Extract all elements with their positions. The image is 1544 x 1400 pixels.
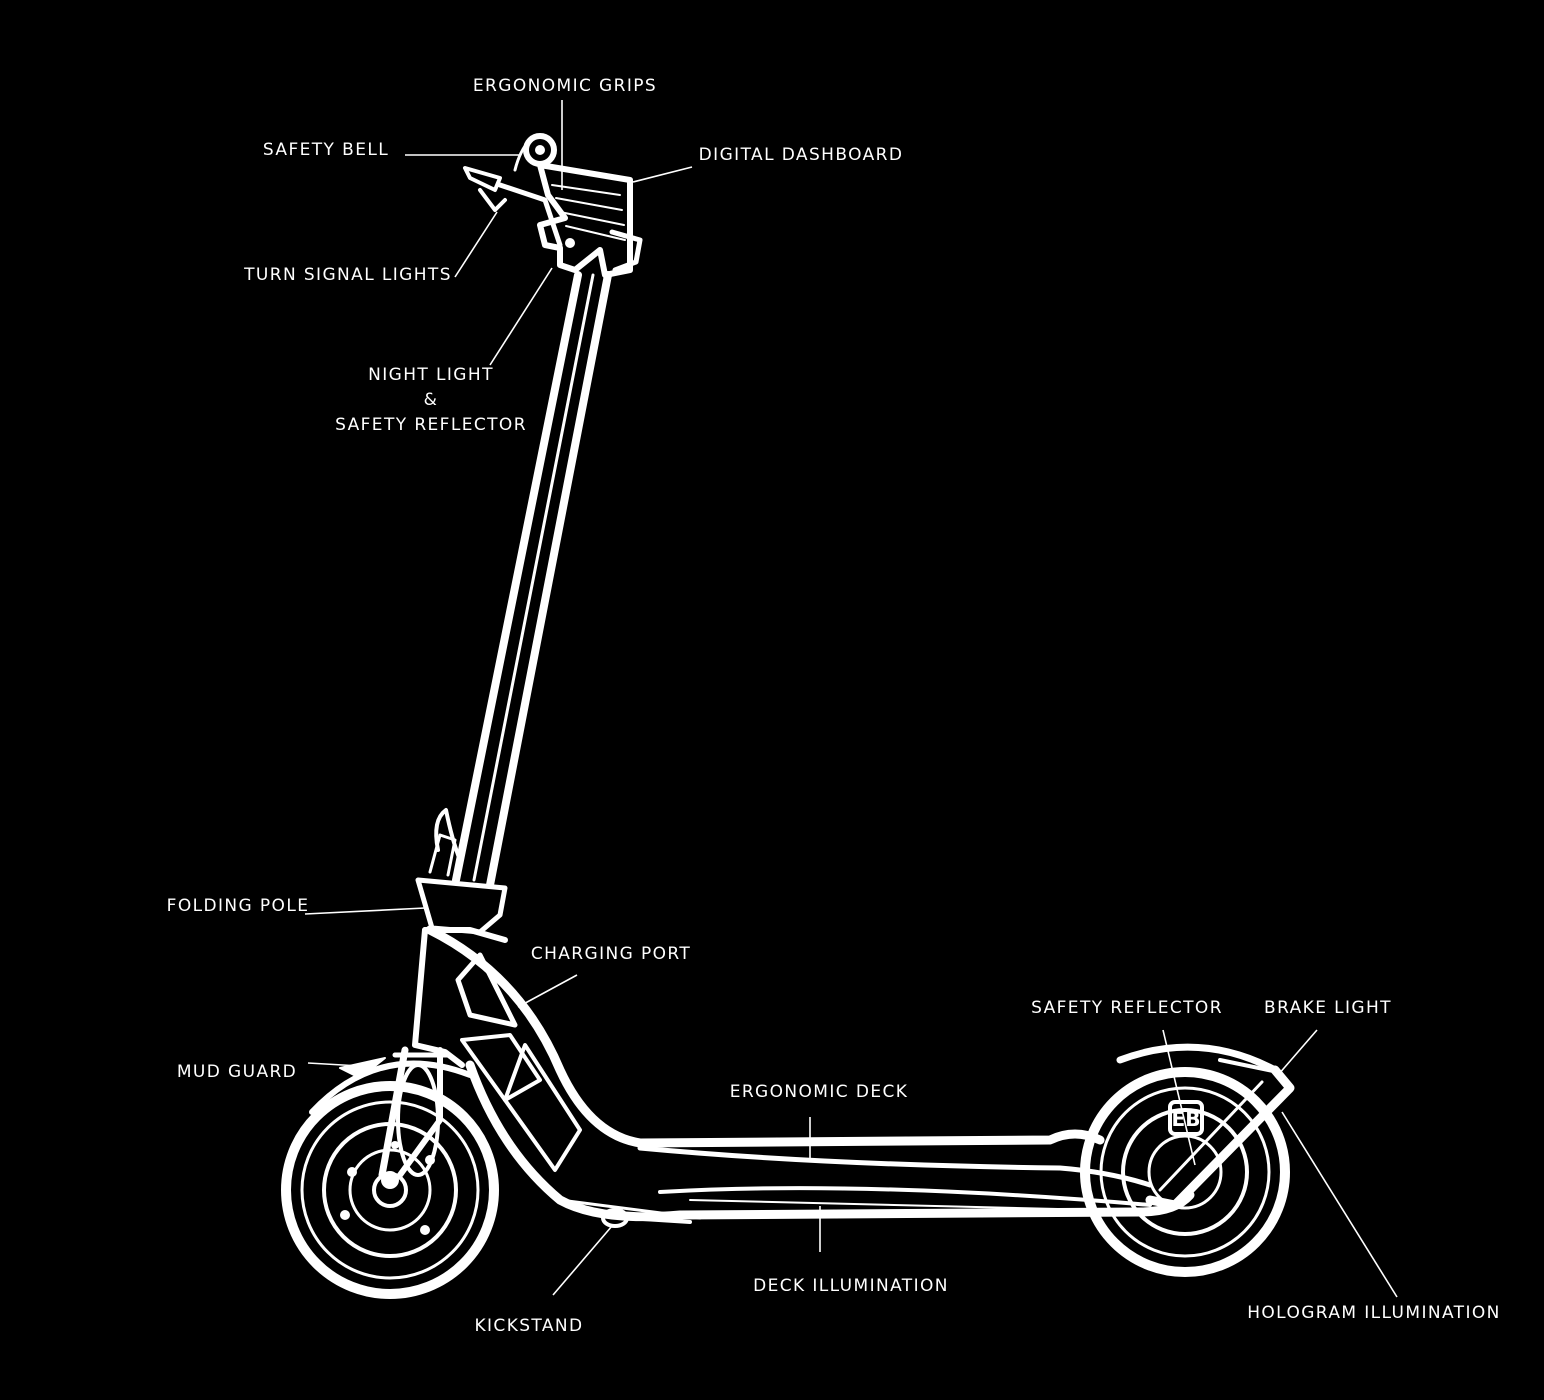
label-digital-dashboard: DIGITAL DASHBOARD: [699, 143, 904, 168]
label-safety-bell: SAFETY BELL: [263, 138, 389, 163]
label-night-light-line2: &: [335, 388, 527, 413]
label-night-light-safety-reflector: NIGHT LIGHT & SAFETY REFLECTOR: [335, 363, 527, 438]
leader-digital-dashboard: [633, 167, 692, 182]
handlebar-head: [465, 136, 640, 275]
label-brake-light: BRAKE LIGHT: [1264, 996, 1392, 1021]
leader-brake-light: [1278, 1030, 1317, 1075]
scooter-illustration: EB: [286, 136, 1290, 1294]
leader-night-light: [490, 268, 552, 365]
label-turn-signal-lights: TURN SIGNAL LIGHTS: [244, 263, 452, 288]
rear-wheel: EB: [1085, 1072, 1285, 1272]
leader-turn-signal-lights: [455, 212, 497, 277]
front-fork: [381, 1050, 448, 1189]
leader-hologram-illumination: [1282, 1112, 1397, 1297]
label-deck-illumination: DECK ILLUMINATION: [753, 1274, 949, 1299]
label-night-light-line1: NIGHT LIGHT: [335, 363, 527, 388]
label-kickstand: KICKSTAND: [474, 1314, 583, 1339]
label-night-light-line3: SAFETY REFLECTOR: [335, 413, 527, 438]
label-ergonomic-grips: ERGONOMIC GRIPS: [473, 74, 657, 99]
label-ergonomic-deck: ERGONOMIC DECK: [730, 1080, 909, 1105]
label-hologram-illumination: HOLOGRAM ILLUMINATION: [1247, 1301, 1501, 1326]
label-charging-port: CHARGING PORT: [531, 942, 691, 967]
label-mud-guard: MUD GUARD: [177, 1060, 297, 1085]
leader-charging-port: [518, 975, 577, 1007]
leader-folding-pole: [305, 908, 425, 914]
label-safety-reflector: SAFETY REFLECTOR: [1031, 996, 1223, 1021]
leader-kickstand: [553, 1226, 612, 1295]
label-folding-pole: FOLDING POLE: [167, 894, 310, 919]
deck: [560, 1148, 1150, 1218]
